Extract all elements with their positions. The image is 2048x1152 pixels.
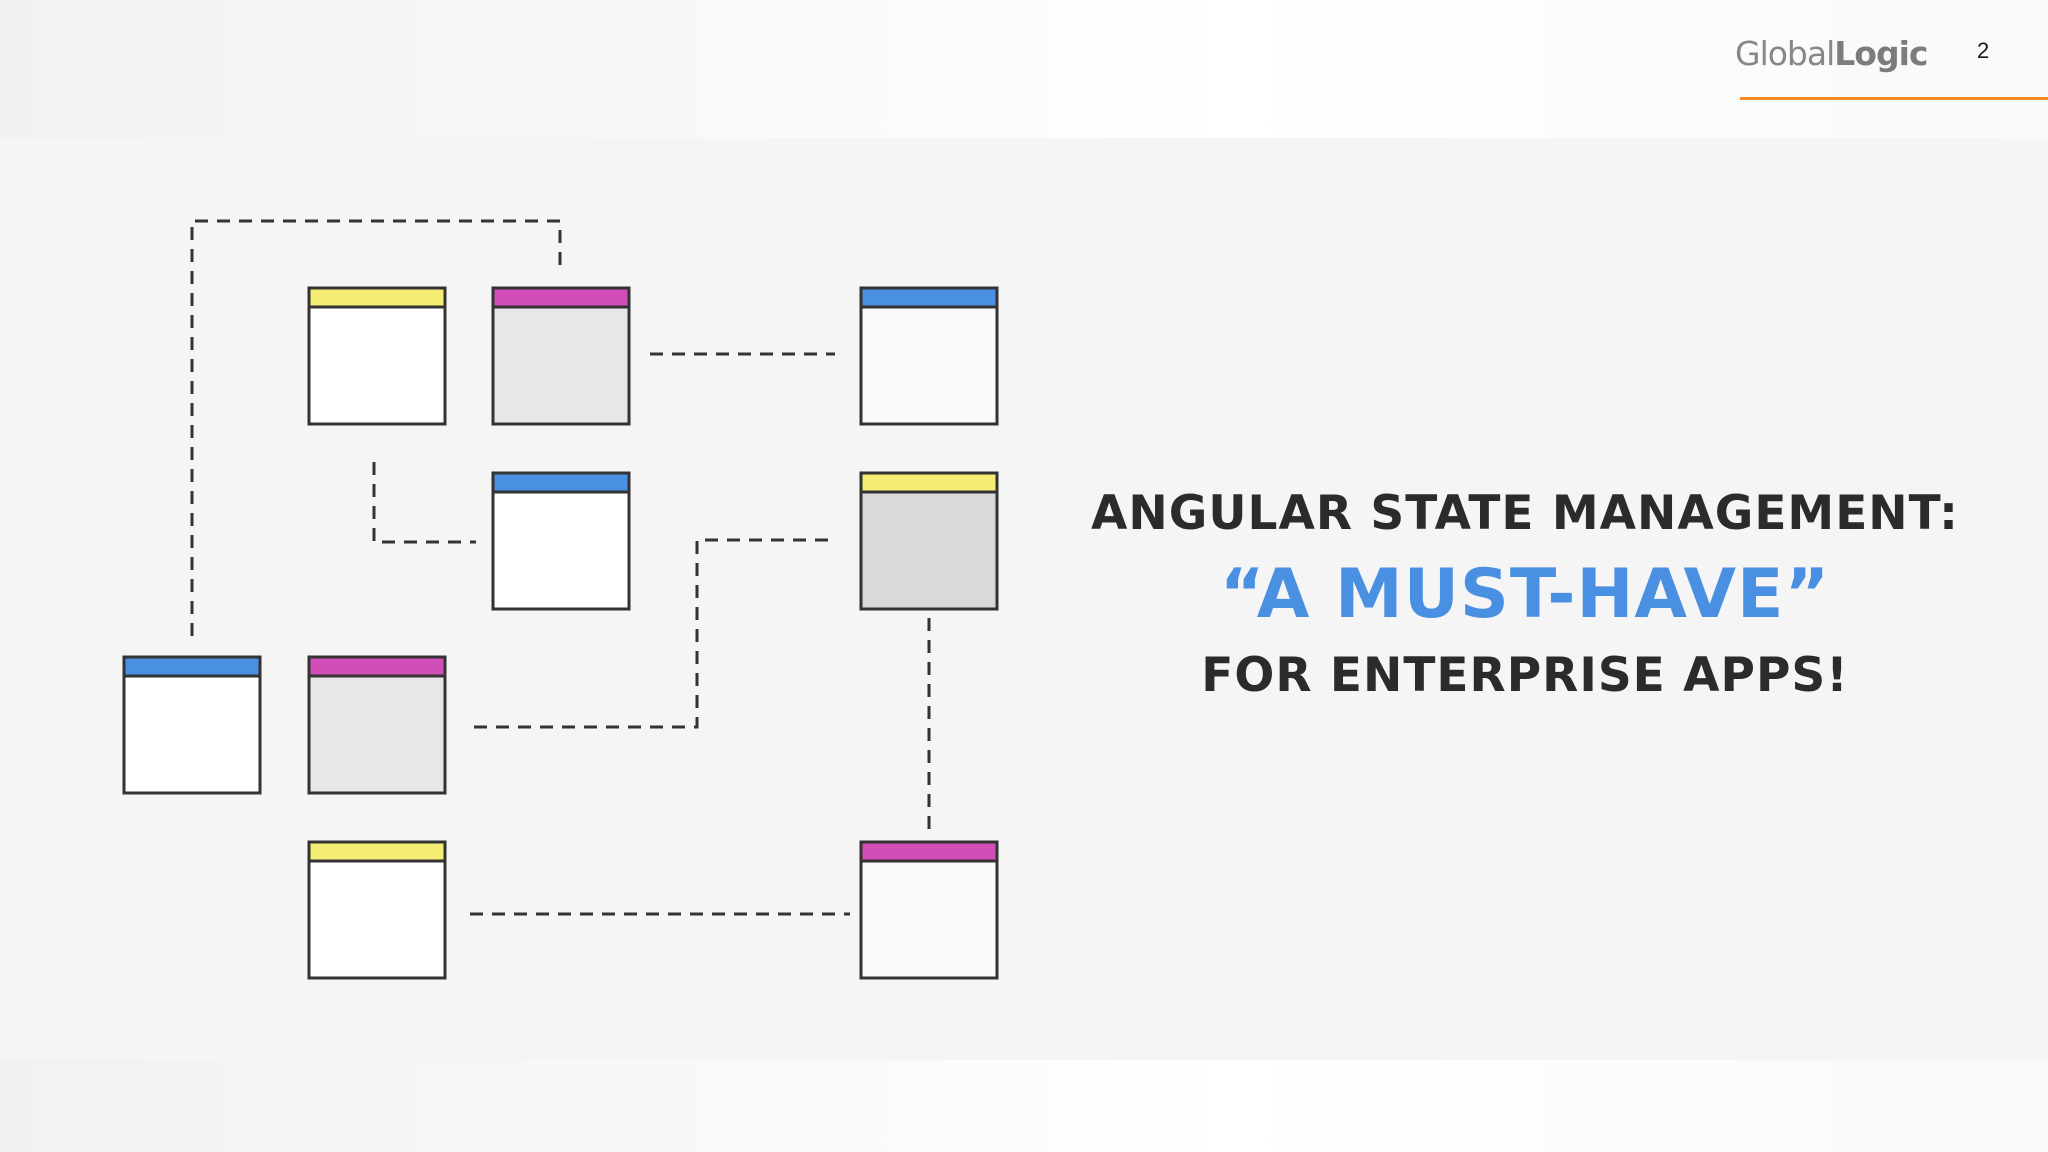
slide-title: ANGULAR STATE MANAGEMENT: “A MUST-HAVE” … xyxy=(1080,478,1970,712)
title-line-3: FOR ENTERPRISE APPS! xyxy=(1201,648,1849,703)
card-header-blue xyxy=(491,471,631,494)
card-header-blue xyxy=(122,655,262,678)
title-line-2: “A MUST-HAVE” xyxy=(1219,555,1831,634)
state-card xyxy=(859,471,999,611)
state-card xyxy=(859,840,999,980)
card-header-yellow xyxy=(307,286,447,309)
state-card xyxy=(491,286,631,426)
title-line-1: ANGULAR STATE MANAGEMENT: xyxy=(1091,486,1959,541)
card-header-pink xyxy=(859,840,999,863)
card-header-pink xyxy=(491,286,631,309)
page-number: 2 xyxy=(1977,38,1990,63)
globallogic-logo: GlobalLogic xyxy=(1735,34,1928,73)
state-card xyxy=(307,286,447,426)
card-header-yellow xyxy=(307,840,447,863)
connector-line xyxy=(474,538,830,729)
card-header-blue xyxy=(859,286,999,309)
connector-line xyxy=(190,219,562,636)
connector-line xyxy=(372,462,476,544)
header-accent-rule xyxy=(1740,97,2048,100)
state-card xyxy=(307,655,447,795)
state-diagram xyxy=(122,219,999,980)
state-card xyxy=(491,471,631,611)
card-header-pink xyxy=(307,655,447,678)
state-card xyxy=(859,286,999,426)
card-header-yellow xyxy=(859,471,999,494)
logo-text-light: Global xyxy=(1735,34,1835,73)
state-card xyxy=(122,655,262,795)
logo-text-bold: Logic xyxy=(1834,34,1928,73)
state-card xyxy=(307,840,447,980)
